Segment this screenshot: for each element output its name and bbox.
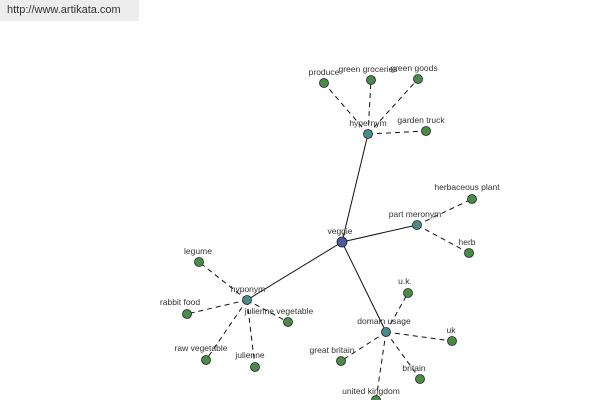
leaf-garden-truck-node[interactable] [421, 126, 431, 136]
edge-hypernym-green-groceries [367, 79, 372, 135]
leaf-britain-node[interactable] [415, 374, 425, 384]
leaf-united-kingdom-node[interactable] [371, 395, 381, 400]
leaf-britain-label: britain [402, 363, 425, 373]
relation-part-meronym-label: part meronym [389, 209, 441, 219]
leaf-herbaceous-plant-label: herbaceous plant [434, 182, 500, 192]
leaf-julienne-vegetable-label: julienne vegetable [244, 306, 314, 316]
root-veggie-node[interactable] [336, 236, 348, 248]
relation-hyponym-node[interactable] [242, 295, 252, 305]
leaf-green-goods-label: green goods [390, 63, 437, 73]
leaf-produce-node[interactable] [319, 78, 329, 88]
leaf-great-britain-node[interactable] [336, 356, 346, 366]
leaf-green-groceries-node[interactable] [366, 75, 376, 85]
leaf-uk-label: uk [447, 325, 457, 335]
node-layer [182, 74, 477, 400]
relation-part-meronym-node[interactable] [412, 220, 422, 230]
edge-veggie-hypernym [341, 133, 369, 243]
leaf-julienne-label: julienne [234, 350, 265, 360]
leaf-great-britain-label: great britain [310, 345, 355, 355]
leaf-united-kingdom-label: united kingdom [342, 386, 400, 396]
leaf-produce-label: produce [309, 67, 340, 77]
leaf-raw-vegetable-label: raw vegetable [175, 343, 228, 353]
leaf-garden-truck-label: garden truck [397, 115, 445, 125]
relation-domain-usage-label: domain usage [357, 316, 411, 326]
leaf-raw-vegetable-node[interactable] [201, 355, 211, 365]
edge-hyponym-rabbit-food [186, 299, 248, 315]
edge-hyponym-legume [198, 261, 248, 301]
leaf-herb-node[interactable] [464, 248, 474, 258]
edge-hypernym-garden-truck [367, 130, 427, 135]
leaf-legume-node[interactable] [194, 257, 204, 267]
edge-domain-usage-uk [385, 331, 453, 342]
leaf-herb-label: herb [458, 237, 475, 247]
relation-hypernym-node[interactable] [363, 129, 373, 139]
edge-veggie-hyponym [246, 241, 343, 301]
source-url[interactable]: http://www.artikata.com [0, 0, 139, 21]
leaf-legume-label: legume [184, 246, 212, 256]
leaf-u-k-label: u.k. [398, 276, 412, 286]
edge-part-meronym-herb [416, 224, 470, 254]
edge-layer [186, 78, 473, 400]
edge-hyponym-julienne-vegetable [246, 299, 289, 323]
edge-hyponym-julienne [246, 299, 256, 368]
edge-hyponym-raw-vegetable [205, 299, 248, 361]
relation-hyponym-label: hyponym [231, 284, 266, 294]
edge-veggie-part-meronym [341, 224, 418, 243]
leaf-u-k-node[interactable] [403, 288, 413, 298]
leaf-green-goods-node[interactable] [413, 74, 423, 84]
edge-part-meronym-herbaceous-plant [416, 198, 473, 226]
edge-veggie-domain-usage [341, 241, 387, 333]
edge-domain-usage-britain [385, 331, 421, 380]
leaf-green-groceries-label: green groceries [338, 64, 397, 74]
leaf-rabbit-food-node[interactable] [182, 309, 192, 319]
edge-domain-usage-u-k [385, 292, 409, 333]
leaf-julienne-vegetable-node[interactable] [283, 317, 293, 327]
leaf-uk-node[interactable] [447, 336, 457, 346]
edge-domain-usage-united-kingdom [375, 331, 387, 400]
edge-hypernym-green-goods [367, 78, 419, 135]
leaf-herbaceous-plant-node[interactable] [467, 194, 477, 204]
relation-domain-usage-node[interactable] [381, 327, 391, 337]
edge-hypernym-produce [323, 82, 369, 135]
root-veggie-label: veggie [327, 226, 352, 236]
relation-hypernym-label: hypernym [349, 118, 386, 128]
leaf-rabbit-food-label: rabbit food [160, 297, 200, 307]
leaf-julienne-node[interactable] [250, 362, 260, 372]
